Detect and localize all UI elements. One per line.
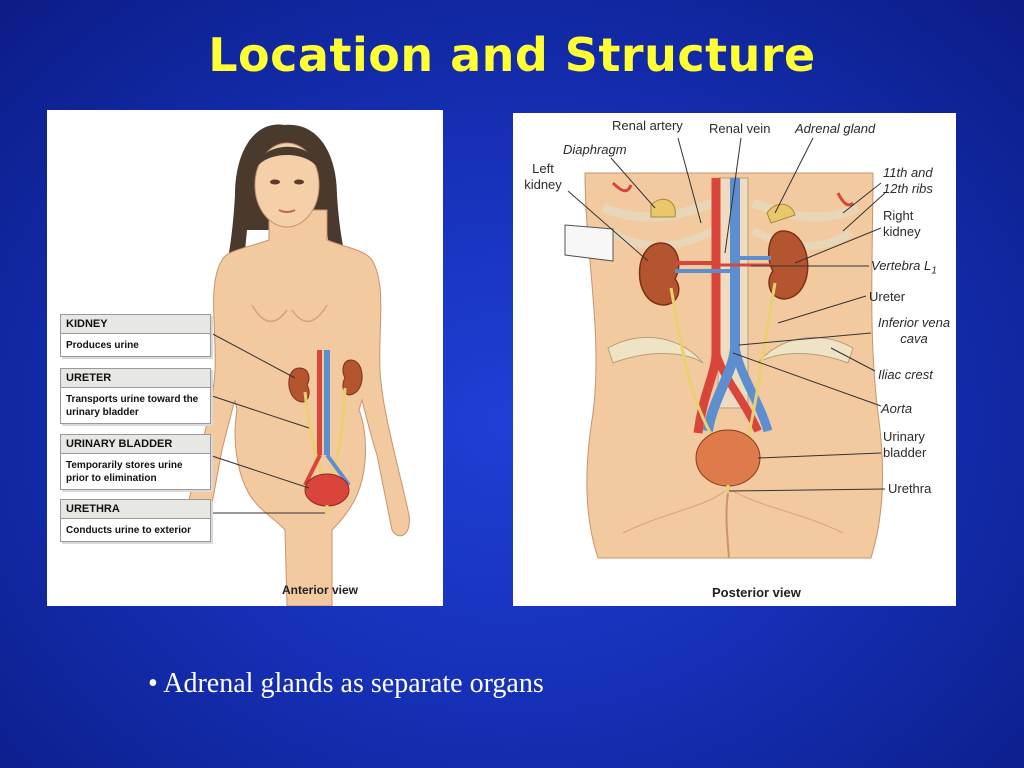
slide-title: Location and Structure	[208, 28, 816, 82]
vertebra-text: Vertebra L	[871, 258, 932, 273]
kidney-header: KIDNEY	[61, 315, 210, 334]
ureter-info-box: URETER Transports urine toward the urina…	[60, 368, 211, 424]
kidney-description: Produces urine	[66, 340, 139, 351]
urethra-description: Conducts urine to exterior	[66, 525, 192, 536]
right-kidney-label: Right kidney	[883, 208, 921, 239]
urethra-header: URETHRA	[61, 500, 210, 519]
anterior-view-caption: Anterior view	[282, 583, 359, 597]
posterior-body-illustration	[564, 137, 886, 559]
ureter-header: URETER	[61, 369, 210, 388]
posterior-view-panel: Renal artery Renal vein Adrenal gland Di…	[513, 113, 956, 606]
urinary-bladder-description: Temporarily stores urine prior to elimin…	[66, 460, 183, 484]
bullet-point: • Adrenal glands as separate organs	[148, 668, 544, 699]
kidney-info-box: KIDNEY Produces urine	[60, 314, 211, 357]
urethra-label: Urethra	[888, 481, 932, 496]
aorta-label: Aorta	[881, 401, 913, 416]
vertebra-label: Vertebra L1	[871, 258, 937, 280]
urinary-bladder-info-box: URINARY BLADDER Temporarily stores urine…	[60, 434, 211, 490]
renal-vein-label: Renal vein	[709, 121, 771, 136]
urethra-info-box: URETHRA Conducts urine to exterior	[60, 499, 211, 542]
anterior-view-panel: KIDNEY Produces urine URETER Transports …	[47, 110, 443, 606]
inferior-vena-cava-label: Inferior vena cava	[877, 315, 951, 346]
ureter-label: Ureter	[869, 289, 906, 304]
adrenal-gland-label: Adrenal gland	[795, 121, 876, 136]
left-kidney-label: Left kidney	[524, 161, 562, 192]
urinary-bladder-label: Urinary bladder	[883, 429, 927, 460]
posterior-view-caption: Posterior view	[712, 585, 801, 600]
anterior-body-illustration	[186, 124, 410, 606]
vertebra-subscript: 1	[931, 265, 937, 277]
renal-artery-label: Renal artery	[612, 118, 683, 133]
iliac-crest-label: Iliac crest	[878, 367, 933, 382]
urinary-bladder-header: URINARY BLADDER	[61, 435, 210, 454]
diaphragm-label: Diaphragm	[563, 142, 627, 157]
ureter-description: Transports urine toward the urinary blad…	[66, 394, 199, 418]
ribs-label: 11th and 12th ribs	[883, 165, 933, 196]
